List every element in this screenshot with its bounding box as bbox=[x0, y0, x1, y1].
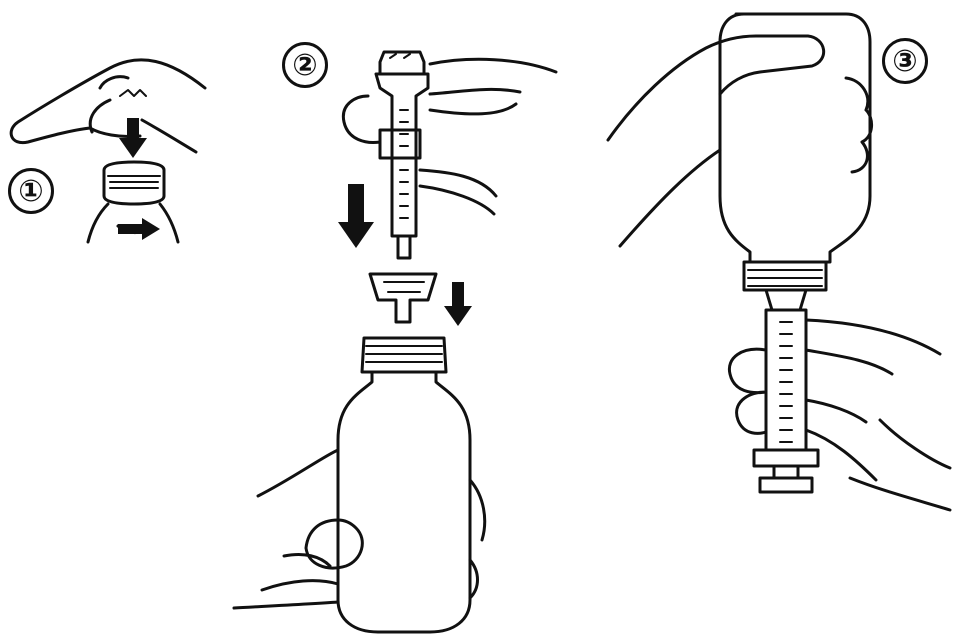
step3-illustration bbox=[608, 14, 950, 510]
step2-right-arrow bbox=[444, 282, 472, 326]
step1-illustration bbox=[11, 60, 205, 242]
step-1-number: ① bbox=[8, 168, 54, 214]
step-2-number: ② bbox=[282, 42, 328, 88]
step2-syringe-tip bbox=[398, 236, 410, 258]
step1-twist-arrow bbox=[118, 218, 160, 240]
step2-bottle-body bbox=[338, 372, 470, 632]
step3-syringe-flange bbox=[754, 450, 818, 466]
step3-plunger bbox=[774, 466, 798, 478]
step3-bottle-body bbox=[720, 14, 870, 262]
step1-hand bbox=[11, 60, 205, 152]
step1-bottle-neck bbox=[88, 204, 178, 242]
step1-down-arrow bbox=[119, 118, 147, 158]
step2-illustration bbox=[234, 52, 556, 632]
step2-plunger-head bbox=[380, 52, 424, 74]
step3-plunger-head bbox=[760, 478, 812, 492]
step-3-number: ③ bbox=[882, 38, 928, 84]
step3-adapter bbox=[766, 290, 806, 310]
step1-fingernail bbox=[120, 90, 146, 96]
step2-left-arrow bbox=[338, 184, 374, 248]
step2-hand bbox=[343, 59, 556, 214]
